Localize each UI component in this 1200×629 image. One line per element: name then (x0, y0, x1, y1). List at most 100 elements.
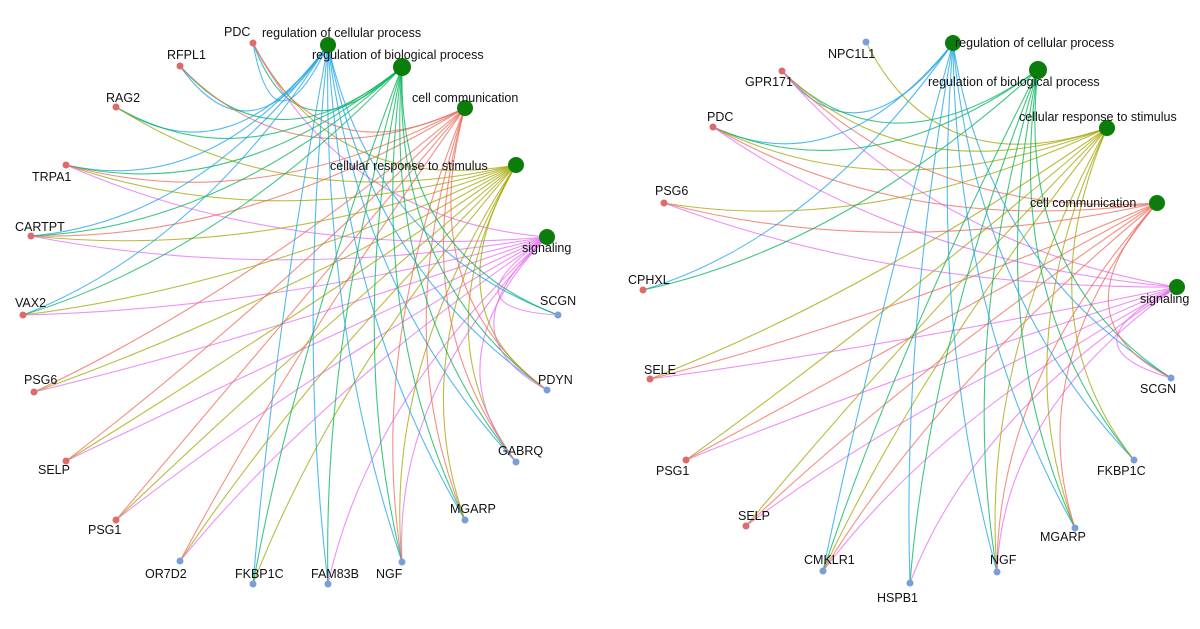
edge-fam83b-term-1 (327, 66, 403, 585)
gene-label: PDC (224, 25, 250, 39)
edge-mgarp-term-3 (442, 164, 517, 521)
term-node[interactable] (393, 58, 411, 76)
term-node[interactable] (945, 35, 961, 51)
term-node[interactable] (1029, 61, 1047, 79)
edge-scgn-term-1 (1034, 69, 1172, 379)
edge-vax2-term-4 (22, 236, 548, 316)
gene-label: RAG2 (106, 91, 140, 105)
gene-label: NGF (376, 567, 403, 581)
edge-pdc-term-1 (252, 42, 403, 112)
node-layer: regulation of cellular processregulation… (628, 35, 1189, 605)
gene-node[interactable] (1071, 524, 1079, 532)
gene-label: SELP (38, 463, 70, 477)
gene-label: NGF (990, 553, 1017, 567)
edge-trpa1-term-4 (65, 164, 548, 242)
edge-psg1-term-3 (115, 164, 517, 521)
term-label: regulation of cellular process (262, 26, 421, 40)
gene-node[interactable] (543, 386, 551, 394)
gene-label: PDYN (538, 373, 573, 387)
edge-scgn-term-4 (497, 236, 559, 316)
edge-pdc-term-3 (252, 42, 517, 172)
gene-node[interactable] (112, 103, 120, 111)
term-node[interactable] (1149, 195, 1165, 211)
edge-pdyn-term-1 (401, 66, 548, 391)
gene-node[interactable] (646, 375, 654, 383)
gene-node[interactable] (819, 567, 827, 575)
edge-gabrq-term-2 (442, 107, 517, 463)
gene-node[interactable] (660, 199, 668, 207)
edge-ngf-term-0 (327, 44, 403, 563)
term-label: regulation of biological process (312, 48, 484, 62)
term-node[interactable] (539, 229, 555, 245)
gene-label: CMKLR1 (804, 553, 855, 567)
edge-fkbp1c-term-2 (1071, 127, 1135, 461)
edge-cartpt-term-2 (30, 107, 466, 237)
gene-node[interactable] (176, 62, 184, 70)
gene-node[interactable] (398, 558, 406, 566)
gene-node[interactable] (1130, 456, 1138, 464)
gene-node[interactable] (19, 311, 27, 319)
gene-concept-network-right: regulation of cellular processregulation… (628, 35, 1189, 605)
edge-gabrq-term-1 (399, 66, 517, 463)
edge-fam83b-term-4 (327, 236, 548, 585)
edge-sele-term-3 (649, 202, 1158, 380)
gene-label: PDC (707, 110, 733, 124)
gene-node[interactable] (709, 123, 717, 131)
term-node[interactable] (457, 100, 473, 116)
edge-fkbp1c-term-0 (952, 42, 1135, 461)
edge-vax2-term-1 (22, 66, 403, 316)
gene-node[interactable] (639, 286, 647, 294)
edge-mgarp-term-0 (327, 44, 466, 521)
gene-node[interactable] (742, 522, 750, 530)
edge-scgn-term-3 (1107, 202, 1172, 379)
gene-node[interactable] (249, 580, 257, 588)
term-label: cellular response to stimulus (330, 159, 488, 173)
gene-node[interactable] (249, 39, 257, 47)
edge-psg6-term-3 (33, 164, 517, 393)
edge-gabrq-term-0 (327, 44, 517, 463)
edge-scgn-term-1 (401, 66, 559, 316)
edge-ngf-term-1 (373, 66, 403, 563)
term-node[interactable] (320, 37, 336, 53)
gene-node[interactable] (176, 557, 184, 565)
edge-ngf-term-0 (946, 42, 998, 573)
term-node[interactable] (1169, 279, 1185, 295)
edge-sele-term-4 (649, 286, 1178, 380)
gene-label: TRPA1 (32, 170, 71, 184)
gene-node[interactable] (554, 311, 562, 319)
term-label: cell communication (412, 91, 518, 105)
gene-node[interactable] (682, 456, 690, 464)
gene-node[interactable] (862, 38, 870, 46)
edge-mgarp-term-1 (392, 66, 466, 521)
gene-node[interactable] (1167, 374, 1175, 382)
edge-fam83b-term-0 (312, 44, 329, 585)
gene-node[interactable] (112, 516, 120, 524)
gene-label: SELP (738, 509, 770, 523)
gene-node[interactable] (512, 458, 520, 466)
edge-gpr171-term-1 (781, 69, 1039, 124)
gene-node[interactable] (62, 457, 70, 465)
gene-node[interactable] (993, 568, 1001, 576)
gene-label: PSG6 (24, 373, 57, 387)
gene-label: HSPB1 (877, 591, 918, 605)
gene-node[interactable] (30, 388, 38, 396)
edge-or7d2-term-4 (179, 236, 548, 562)
gene-label: SCGN (1140, 382, 1176, 396)
gene-node[interactable] (27, 232, 35, 240)
edge-mgarp-term-2 (425, 107, 466, 521)
gene-node[interactable] (324, 580, 332, 588)
edge-psg6-term-2 (663, 127, 1108, 212)
gene-node[interactable] (906, 579, 914, 587)
gene-node[interactable] (461, 516, 469, 524)
edge-hspb1-term-1 (909, 69, 1039, 584)
gene-node[interactable] (778, 67, 786, 75)
gene-label: FKBP1C (235, 567, 284, 581)
edge-cmklr1-term-4 (822, 286, 1178, 572)
edge-vax2-term-0 (22, 44, 329, 316)
term-node[interactable] (1099, 120, 1115, 136)
node-layer: regulation of cellular process regulation… (15, 25, 576, 588)
gene-node[interactable] (62, 161, 70, 169)
edge-or7d2-term-3 (179, 164, 517, 562)
gene-label: CARTPT (15, 220, 65, 234)
term-node[interactable] (508, 157, 524, 173)
